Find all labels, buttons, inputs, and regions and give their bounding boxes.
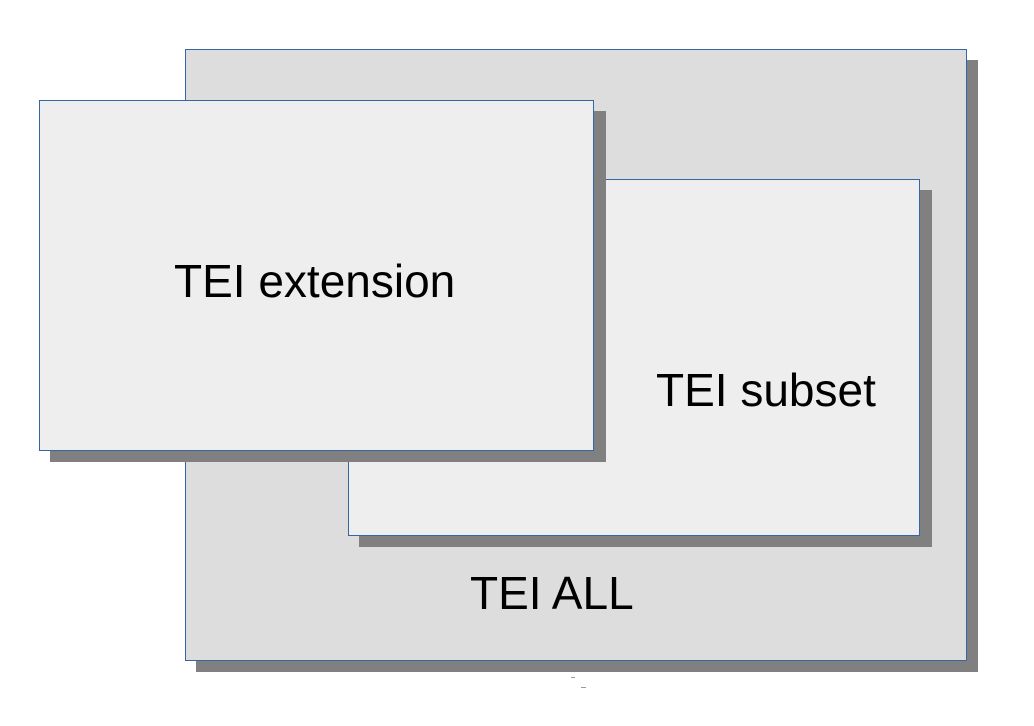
tei-extension-label: TEI extension (174, 255, 456, 307)
stray-mark (581, 687, 586, 688)
tei-extension-box (39, 100, 594, 451)
tei-all-label: TEI ALL (470, 567, 634, 619)
stray-mark (571, 677, 575, 678)
tei-subset-label: TEI subset (656, 364, 876, 416)
